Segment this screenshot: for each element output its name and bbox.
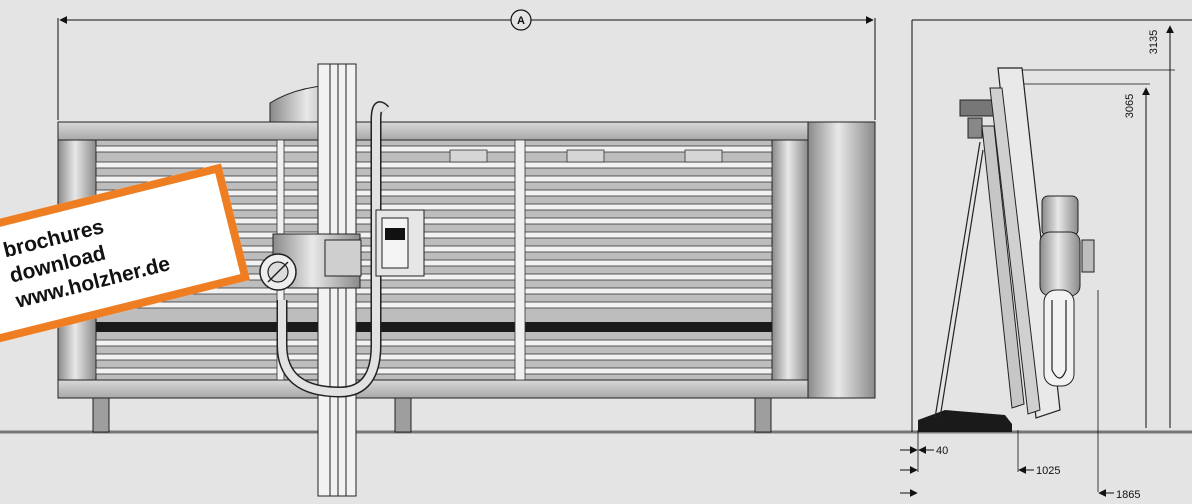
support-bars [95,145,773,375]
saw-head [259,209,425,291]
depth-label-1865: 1865 [1116,489,1140,501]
front-view: A [57,9,876,497]
height-label-3135: 3135 [1148,30,1160,54]
side-machine [918,67,1095,432]
height-label-3065: 3065 [1124,94,1136,118]
depth-label-1025: 1025 [1036,465,1060,477]
dimension-label-a: A [517,15,525,27]
side-view: 3135 3065 40 1025 [900,19,1192,501]
depth-label-40: 40 [936,445,948,457]
